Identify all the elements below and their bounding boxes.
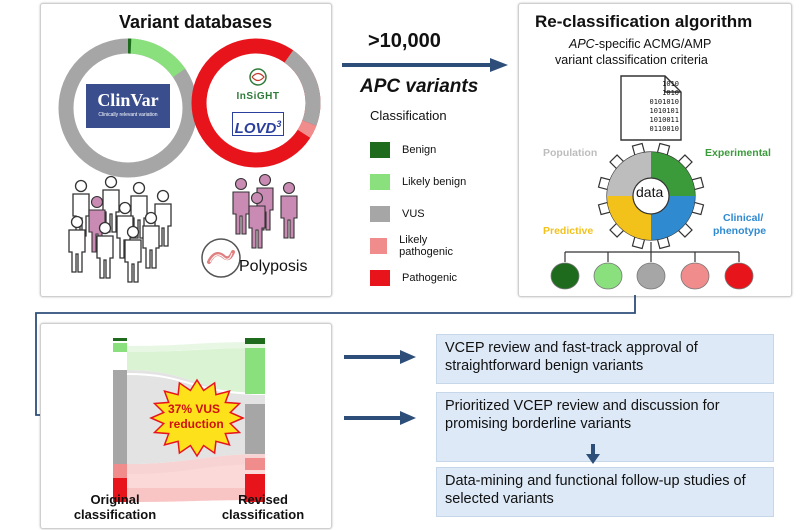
legend-swatch [370,238,388,254]
variant-databases-title: Variant databases [119,12,273,32]
legend-label: Likely pathogenic [399,234,453,258]
revised-label-line2: classification [221,507,305,522]
predictive-label: Predictive [543,225,594,237]
binary-line: 1010011 [649,116,679,124]
vus-reduction-line2: reduction [169,417,224,431]
tree-leaf-likely-benign [593,262,623,290]
insight-logo-text: InSiGHT [236,91,280,102]
clinvar-logo-text: ClinVar [97,90,159,110]
sankey-panel: 37% VUS reduction Original classificatio… [40,323,332,529]
colon-magnifier-icon [201,238,241,278]
clinvar-logo: ClinVar Clinically relevant variation [86,84,170,128]
original-classification-label: Original classification [55,492,175,522]
clinvar-donut [58,38,198,178]
legend-swatch [370,174,390,190]
tree-leaf-benign [550,262,580,290]
legend-row-likely-benign: Likely benign [370,172,466,192]
outcome-arrow-2 [344,411,416,425]
reclassification-panel: Re-classification algorithm APC-specific… [518,3,792,297]
outcome-box-fast-track: VCEP review and fast-track approval of s… [436,334,774,384]
population-crowd-icon [68,175,172,283]
original-label-line2: classification [73,507,157,522]
phenotype-label: phenotype [713,225,767,237]
legend-swatch [370,206,390,222]
right-arrow-icon [342,58,508,72]
lovd-logo-text: LOVD [234,120,277,137]
legend-label: VUS [402,208,425,220]
binary-document-icon [620,75,682,141]
legend-swatch [370,142,390,158]
clinical-label: Clinical/ [723,212,764,224]
algorithm-subtitle-rest: -specific ACMG/AMP [594,37,712,51]
insight-donut [191,38,321,168]
legend-label: Pathogenic [402,272,458,284]
original-label-line1: Original [90,492,140,507]
binary-line: 1010 [662,80,679,88]
down-arrow-icon [586,444,600,464]
clinvar-logo-subtext: Clinically relevant variation [98,112,158,118]
legend-swatch [370,270,390,286]
legend-label: Likely benign [402,176,467,188]
algorithm-subtitle-line1: APC-specific ACMG/AMP [569,36,711,52]
population-label: Population [543,147,598,159]
polyposis-label: Polyposis [239,258,308,275]
revised-label-line1: Revised [238,492,288,507]
vus-reduction-star-icon [149,378,245,458]
algorithm-subtitle-italic: APC [569,37,595,51]
algorithm-title: Re-classification algorithm [535,12,753,31]
vus-reduction-line1: 37% VUS [168,402,221,416]
experimental-label: Experimental [705,147,771,159]
legend-row-pathogenic: Pathogenic [370,268,457,288]
variant-databases-panel: Variant databases ClinVar Clinically rel… [40,3,332,297]
binary-line: 0110010 [649,125,679,133]
outcome-box-prioritized-review: Prioritized VCEP review and discussion f… [436,392,774,462]
classification-tree [550,242,754,290]
insight-logo: InSiGHT [234,68,282,102]
tree-leaf-pathogenic [724,262,754,290]
apc-variants-label: APC variants [360,76,479,97]
outcome-box-data-mining: Data-mining and functional follow-up stu… [436,467,774,517]
lovd-logo-sup: 3 [276,119,282,129]
legend-row-benign: Benign [370,140,436,160]
legend-label: Benign [402,144,437,156]
binary-line: 1010 [662,89,679,97]
algorithm-subtitle-line2: variant classification criteria [555,53,708,67]
outcome-arrow-1 [344,350,416,364]
data-gear-icon [597,142,705,250]
lovd-logo: LOVD3 [232,112,284,137]
variant-count: >10,000 [368,30,441,52]
binary-line: 1010101 [649,107,679,115]
tree-leaf-likely-pathogenic [680,262,710,290]
gear-center-label: data [636,184,664,200]
tree-leaf-vus [636,262,666,290]
insight-emblem-icon [249,68,267,86]
revised-classification-label: Revised classification [203,492,323,522]
classification-title: Classification [370,108,447,123]
binary-line: 0101010 [649,98,679,106]
legend-row-likely-pathogenic: Likely pathogenic [370,234,472,258]
legend-row-vus: VUS [370,204,425,224]
